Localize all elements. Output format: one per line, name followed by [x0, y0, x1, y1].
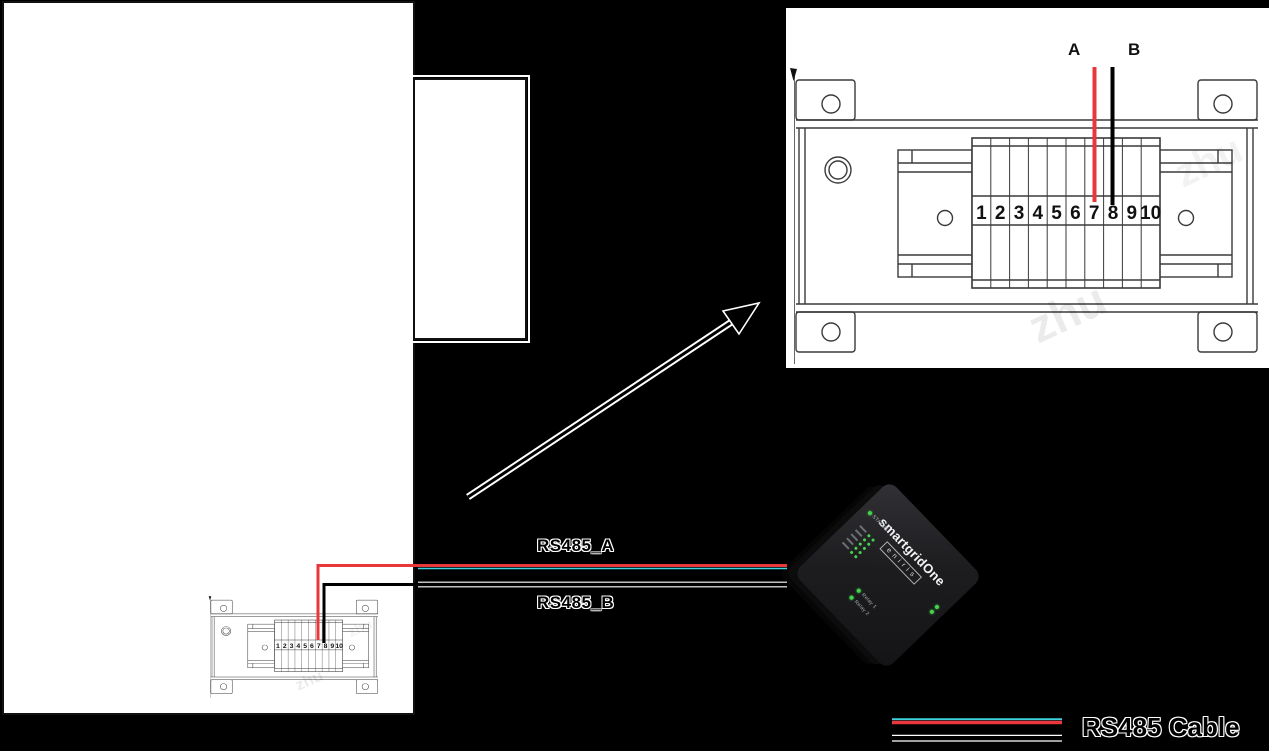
device-top-face: smartgridOne eniris STATUS Relay 1: [793, 480, 983, 670]
terminal-block-detail-panel: [786, 8, 1269, 368]
relay-leds: Relay 1 Relay 2: [848, 587, 878, 617]
wire-a-label: A: [1068, 40, 1081, 59]
legend-cable-swatch: [892, 718, 1062, 742]
side-leds: [929, 604, 940, 615]
rs485-b-label: RS485_B: [537, 593, 615, 612]
enclosure-outline: [2, 1, 415, 715]
enclosure-side-box: [410, 75, 530, 343]
legend-label: RS485 Cable: [1082, 712, 1240, 742]
led-matrix: [840, 524, 877, 561]
smartgridone-device: smartgridOne eniris STATUS Relay 1: [793, 480, 985, 672]
relay1-led-icon: [855, 587, 862, 594]
relay2-led-icon: [848, 594, 855, 601]
rs485-a-label: RS485_A: [537, 536, 615, 555]
wire-b-label: B: [1128, 40, 1141, 59]
